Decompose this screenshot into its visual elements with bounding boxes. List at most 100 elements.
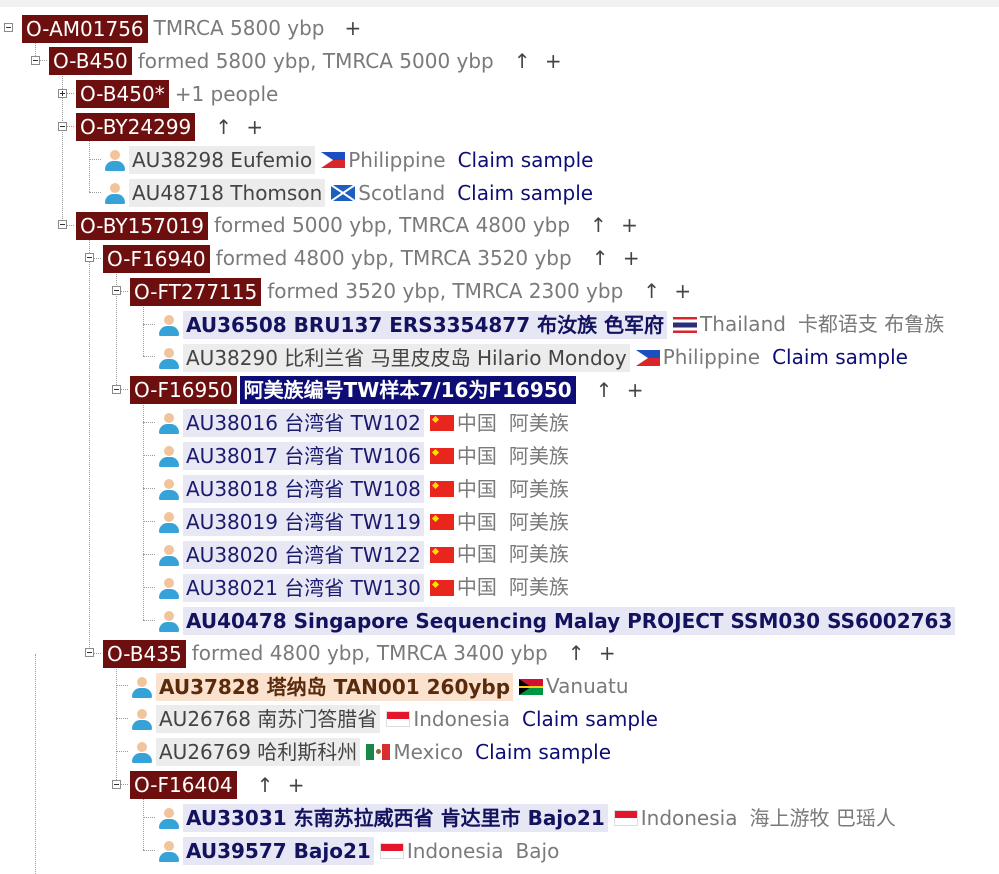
sample-name[interactable]: AU38021 台湾省 TW130 xyxy=(183,573,424,602)
sample-population: 阿美族 xyxy=(508,410,569,435)
person-icon xyxy=(157,313,181,337)
person-icon-body xyxy=(132,720,152,731)
haplogroup-label[interactable]: O-F16950 xyxy=(130,376,237,405)
ph-flag-icon xyxy=(321,152,346,169)
sample-country: Vanuatu xyxy=(546,674,629,698)
person-icon-head xyxy=(137,709,147,720)
thailand-flag-icon xyxy=(673,316,698,333)
top-band xyxy=(0,0,999,7)
claim-sample-link[interactable]: Claim sample xyxy=(457,180,594,205)
haplogroup-label[interactable]: O-B450 xyxy=(49,47,132,76)
china-flag-icon xyxy=(429,481,454,498)
node-info: formed 4800 ybp, TMRCA 3520 ybp xyxy=(215,246,572,271)
tree-connector xyxy=(116,751,128,753)
haplogroup-label[interactable]: O-B450* xyxy=(76,80,169,109)
person-icon-head xyxy=(164,808,174,819)
sample-country: Indonesia xyxy=(413,706,511,731)
tree-node-row: O-BY24299 ↑ + xyxy=(58,110,268,143)
claim-sample-link[interactable]: Claim sample xyxy=(772,345,908,369)
sample-name[interactable]: AU26768 南苏门答腊省 xyxy=(156,705,381,734)
person-icon-body xyxy=(159,555,179,566)
person-icon xyxy=(157,444,181,468)
tree-connector xyxy=(89,652,101,654)
node-actions[interactable]: ↑ + xyxy=(513,48,566,73)
china-flag-icon xyxy=(429,415,454,432)
person-icon-head xyxy=(110,183,120,193)
sample-name[interactable]: AU38298 Eufemio xyxy=(129,146,316,175)
haplogroup-label[interactable]: O-BY24299 xyxy=(76,113,196,142)
collapse-icon[interactable] xyxy=(85,253,94,263)
person-icon-head xyxy=(164,512,174,522)
sample-name[interactable]: AU36508 BRU137 ERS3354877 布汝族 色军府 xyxy=(183,310,668,339)
node-info: formed 3520 ybp, TMRCA 2300 ybp xyxy=(267,279,624,304)
collapse-icon[interactable] xyxy=(4,23,13,32)
tree-connector xyxy=(89,257,101,259)
haplogroup-label[interactable]: O-F16404 xyxy=(130,771,237,800)
claim-sample-link[interactable]: Claim sample xyxy=(475,739,612,764)
node-actions[interactable]: ↑ + xyxy=(567,641,620,666)
haplogroup-label[interactable]: O-F16940 xyxy=(103,244,210,273)
collapse-icon[interactable] xyxy=(31,55,40,65)
claim-sample-link[interactable]: Claim sample xyxy=(522,706,658,731)
tree-trunk-line xyxy=(35,653,36,874)
node-actions[interactable]: ↑ + xyxy=(590,213,642,238)
node-actions[interactable]: + xyxy=(344,16,366,40)
node-actions[interactable]: ↑ + xyxy=(591,246,644,271)
node-info: +1 people xyxy=(174,81,279,106)
node-actions[interactable]: ↑ + xyxy=(643,279,696,304)
haplogroup-label[interactable]: O-AM01756 xyxy=(22,14,148,43)
sample-name[interactable]: AU38290 比利兰省 马里皮皮岛 Hilario Mondoy xyxy=(183,343,630,372)
claim-sample-link[interactable]: Claim sample xyxy=(457,147,594,172)
sample-name[interactable]: AU33031 东南苏拉威西省 肯达里市 Bajo21 xyxy=(183,804,608,833)
sample-name[interactable]: AU38019 台湾省 TW119 xyxy=(183,508,424,536)
node-info: formed 5800 ybp, TMRCA 5000 ybp xyxy=(137,48,494,73)
sample-name[interactable]: AU39577 Bajo21 xyxy=(183,837,374,865)
collapse-icon[interactable] xyxy=(112,286,121,296)
collapse-icon[interactable] xyxy=(112,779,121,789)
person-icon-head xyxy=(137,742,147,753)
node-info: formed 5000 ybp, TMRCA 4800 ybp xyxy=(214,213,571,238)
node-actions[interactable]: ↑ + xyxy=(256,772,309,797)
node-note: 阿美族编号TW样本7/16为F16950 xyxy=(239,376,576,405)
sample-name[interactable]: AU37828 塔纳岛 TAN001 260ybp xyxy=(156,672,514,701)
vanuatu-flag-icon xyxy=(519,678,544,695)
expand-icon[interactable] xyxy=(58,88,67,98)
person-icon xyxy=(130,740,154,764)
sample-population: 阿美族 xyxy=(508,542,569,567)
haplogroup-label[interactable]: O-BY157019 xyxy=(76,211,208,240)
sample-row: AU38298 Eufemio Philippine Claim sample xyxy=(103,143,593,176)
collapse-icon[interactable] xyxy=(85,648,94,658)
sample-name[interactable]: AU38016 台湾省 TW102 xyxy=(183,409,424,438)
person-icon xyxy=(157,346,181,370)
sample-name[interactable]: AU26769 哈利斯科州 xyxy=(156,738,361,767)
sample-country: Mexico xyxy=(393,739,464,764)
person-icon-head xyxy=(110,150,120,161)
haplogroup-label[interactable]: O-B435 xyxy=(103,639,186,668)
collapse-icon[interactable] xyxy=(112,384,121,394)
person-icon-body xyxy=(132,753,152,764)
tree-guide-line xyxy=(116,262,117,390)
sample-name[interactable]: AU38018 台湾省 TW108 xyxy=(183,475,424,504)
sample-country: Philippine xyxy=(348,147,446,172)
person-icon-head xyxy=(137,676,147,687)
node-actions[interactable]: ↑ + xyxy=(595,377,648,402)
indonesia-flag-icon xyxy=(386,711,411,728)
sample-name[interactable]: AU38020 台湾省 TW122 xyxy=(183,540,424,569)
tree-connector xyxy=(116,389,128,391)
tree-connector xyxy=(35,60,47,62)
sample-name[interactable]: AU40478 Singapore Sequencing Malay PROJE… xyxy=(183,606,956,635)
sample-name[interactable]: AU38017 台湾省 TW106 xyxy=(183,442,424,471)
collapse-icon[interactable] xyxy=(58,220,67,230)
haplogroup-label[interactable]: O-FT277115 xyxy=(130,277,262,306)
collapse-icon[interactable] xyxy=(58,121,67,131)
tree-connector xyxy=(62,224,74,226)
node-actions[interactable]: ↑ + xyxy=(215,114,268,139)
tree-connector xyxy=(116,718,128,720)
sample-population: 卡都语支 布鲁族 xyxy=(797,312,945,337)
sample-name[interactable]: AU48718 Thomson xyxy=(129,179,326,207)
